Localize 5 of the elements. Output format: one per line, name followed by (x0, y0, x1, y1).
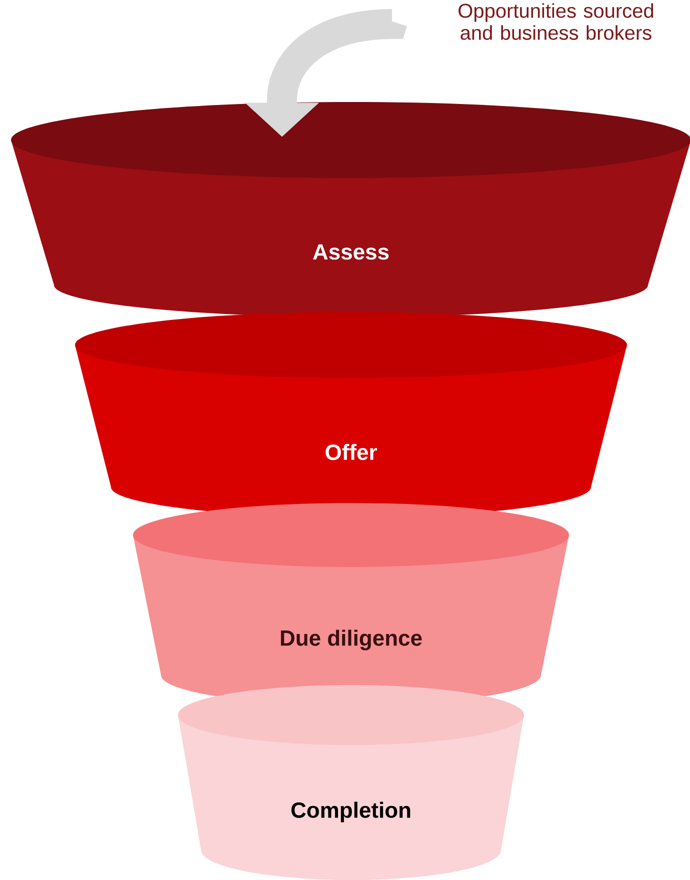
funnel-segment: Completion (178, 685, 524, 880)
funnel-segment: Assess (11, 102, 690, 317)
funnel-segment: Offer (75, 312, 627, 517)
funnel-segment: Due diligence (133, 503, 569, 705)
source-text: Opportunities sourced and business brokers (458, 3, 654, 40)
